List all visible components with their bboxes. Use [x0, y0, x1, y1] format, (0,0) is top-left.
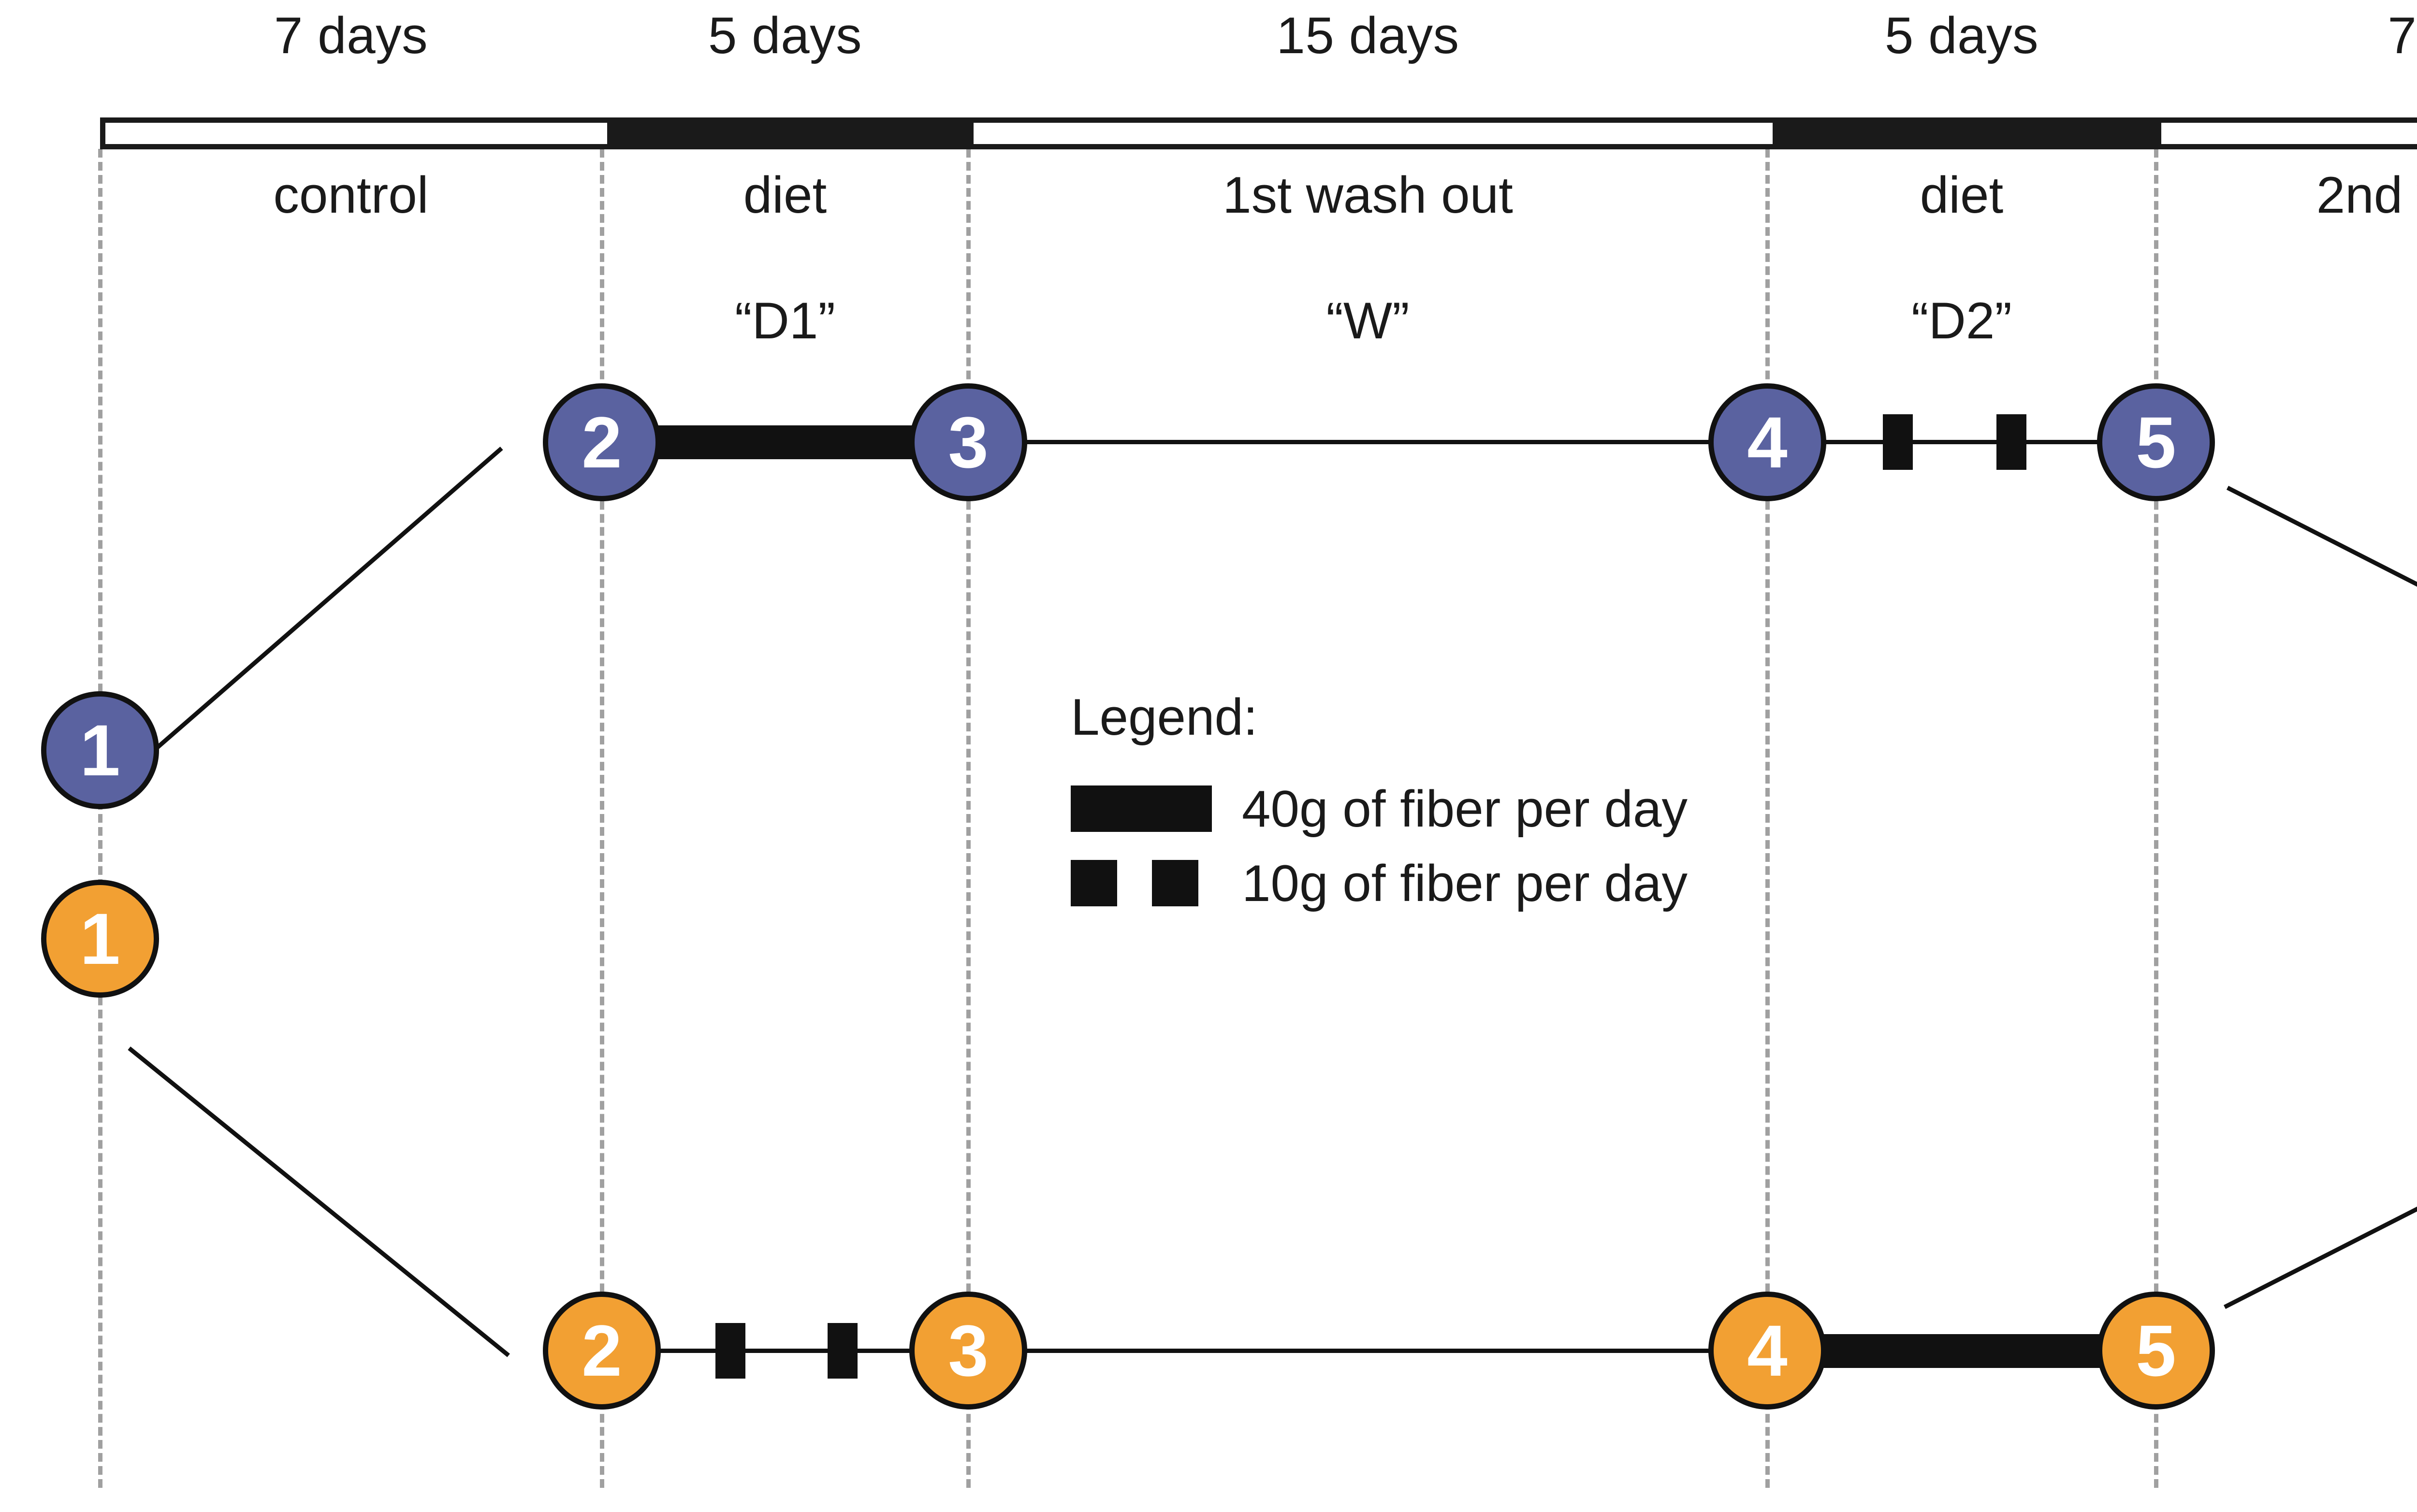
- duration-label-2: 15 days: [1276, 6, 1459, 64]
- code-label-d1: “D1”: [734, 291, 836, 349]
- node-blue-2[interactable]: 2: [543, 383, 661, 501]
- node-blue-3[interactable]: 3: [909, 383, 1027, 501]
- legend-item-40g-label: 40g of fiber per day: [1242, 779, 1688, 838]
- timeline-segment-diet-2: [1773, 123, 2161, 144]
- duration-label-1: 5 days: [708, 6, 862, 64]
- link-blue-2-3-40g: [650, 425, 921, 459]
- legend-title: Legend:: [1071, 688, 1258, 746]
- legend-item-10g-label: 10g of fiber per day: [1242, 854, 1688, 912]
- link-blue-5-6: [2226, 486, 2417, 749]
- link-blue-4-5-block-b: [1996, 414, 2026, 470]
- node-orange-5[interactable]: 5: [2097, 1292, 2215, 1410]
- timeline-segment-control: [105, 123, 607, 144]
- legend: Legend: 40g of fiber per day 10g of fibe…: [1071, 691, 1688, 934]
- node-orange-1[interactable]: 1: [41, 880, 159, 998]
- guide-line-3: [1765, 149, 1770, 1488]
- phase-label-washout-1: 1st wash out: [1223, 166, 1513, 224]
- code-label-d2: “D2”: [1911, 291, 2012, 349]
- duration-label-0: 7 days: [274, 6, 428, 64]
- legend-item-40g: 40g of fiber per day: [1071, 779, 1688, 838]
- link-blue-3-4: [1020, 440, 1716, 444]
- link-blue-1-2: [135, 446, 503, 767]
- duration-label-3: 5 days: [1884, 6, 2039, 64]
- duration-label-4: 7 days: [2388, 6, 2417, 64]
- link-orange-3-4: [1020, 1349, 1716, 1353]
- phase-label-washout-2: 2nd wash out: [2316, 166, 2417, 224]
- node-orange-2[interactable]: 2: [543, 1292, 661, 1410]
- link-orange-5-6: [2224, 1044, 2417, 1309]
- timeline-segment-diet-1: [607, 123, 974, 144]
- legend-solid-bar-icon: [1071, 785, 1212, 832]
- link-blue-4-5-block-a: [1883, 414, 1913, 470]
- guide-line-0: [98, 149, 102, 1488]
- node-orange-3[interactable]: 3: [909, 1292, 1027, 1410]
- timeline-segment-washout-2: [2161, 123, 2417, 144]
- code-label-w: “W”: [1326, 291, 1410, 349]
- legend-item-10g: 10g of fiber per day: [1071, 854, 1688, 912]
- link-orange-1-2: [128, 1047, 510, 1357]
- link-orange-2-3-block-a: [715, 1323, 745, 1379]
- link-orange-2-3-block-b: [828, 1323, 858, 1379]
- phase-label-diet-1: diet: [743, 166, 827, 224]
- timeline-segment-washout-1: [974, 123, 1773, 144]
- legend-dashed-bar-icon: [1071, 860, 1212, 906]
- node-blue-4[interactable]: 4: [1708, 383, 1826, 501]
- node-blue-1[interactable]: 1: [41, 691, 159, 809]
- timeline-bar: [100, 117, 2417, 149]
- link-orange-2-3-10g: [657, 1349, 933, 1353]
- guide-line-2: [966, 149, 971, 1488]
- node-orange-4[interactable]: 4: [1708, 1292, 1826, 1410]
- node-blue-5[interactable]: 5: [2097, 383, 2215, 501]
- phase-label-control: control: [273, 166, 429, 224]
- link-blue-4-5-10g: [1822, 440, 2103, 444]
- link-orange-4-5-40g: [1818, 1334, 2108, 1368]
- guide-line-1: [600, 149, 604, 1488]
- phase-label-diet-2: diet: [1920, 166, 2004, 224]
- guide-line-4: [2154, 149, 2158, 1488]
